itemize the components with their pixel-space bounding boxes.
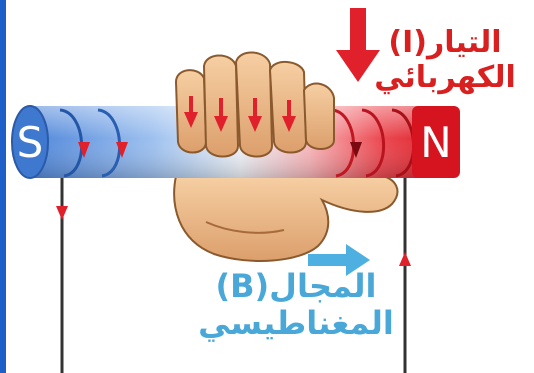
north-pole-end bbox=[412, 106, 460, 178]
palm-crease bbox=[205, 221, 285, 234]
hand-palm-icon bbox=[173, 175, 399, 262]
south-pole-cap bbox=[11, 105, 49, 179]
coil-current-arrow-icon bbox=[350, 142, 362, 158]
current-label: التيار(I) الكهربائي bbox=[360, 25, 530, 95]
current-label-line2: الكهربائي bbox=[374, 59, 516, 95]
coil-current-arrow-icon bbox=[116, 142, 128, 158]
right-wire-current-arrow-icon bbox=[399, 252, 411, 266]
field-label: المجال(B) المغناطيسي bbox=[196, 268, 396, 342]
north-pole-label: N bbox=[420, 118, 451, 167]
current-direction-arrow-icon bbox=[336, 8, 380, 82]
field-label-line1: المجال(B) bbox=[215, 267, 377, 305]
current-label-line1: التيار(I) bbox=[388, 25, 502, 60]
coil-current-arrow-icon bbox=[78, 142, 90, 158]
field-label-line2: المغناطيسي bbox=[198, 303, 394, 342]
field-direction-arrow-icon bbox=[308, 244, 370, 276]
coil-loop bbox=[361, 108, 386, 178]
finger-current-arrows bbox=[184, 96, 296, 132]
south-pole-label: S bbox=[17, 118, 44, 167]
frame-edge bbox=[0, 0, 6, 373]
left-wire-current-arrow-icon bbox=[56, 206, 68, 220]
